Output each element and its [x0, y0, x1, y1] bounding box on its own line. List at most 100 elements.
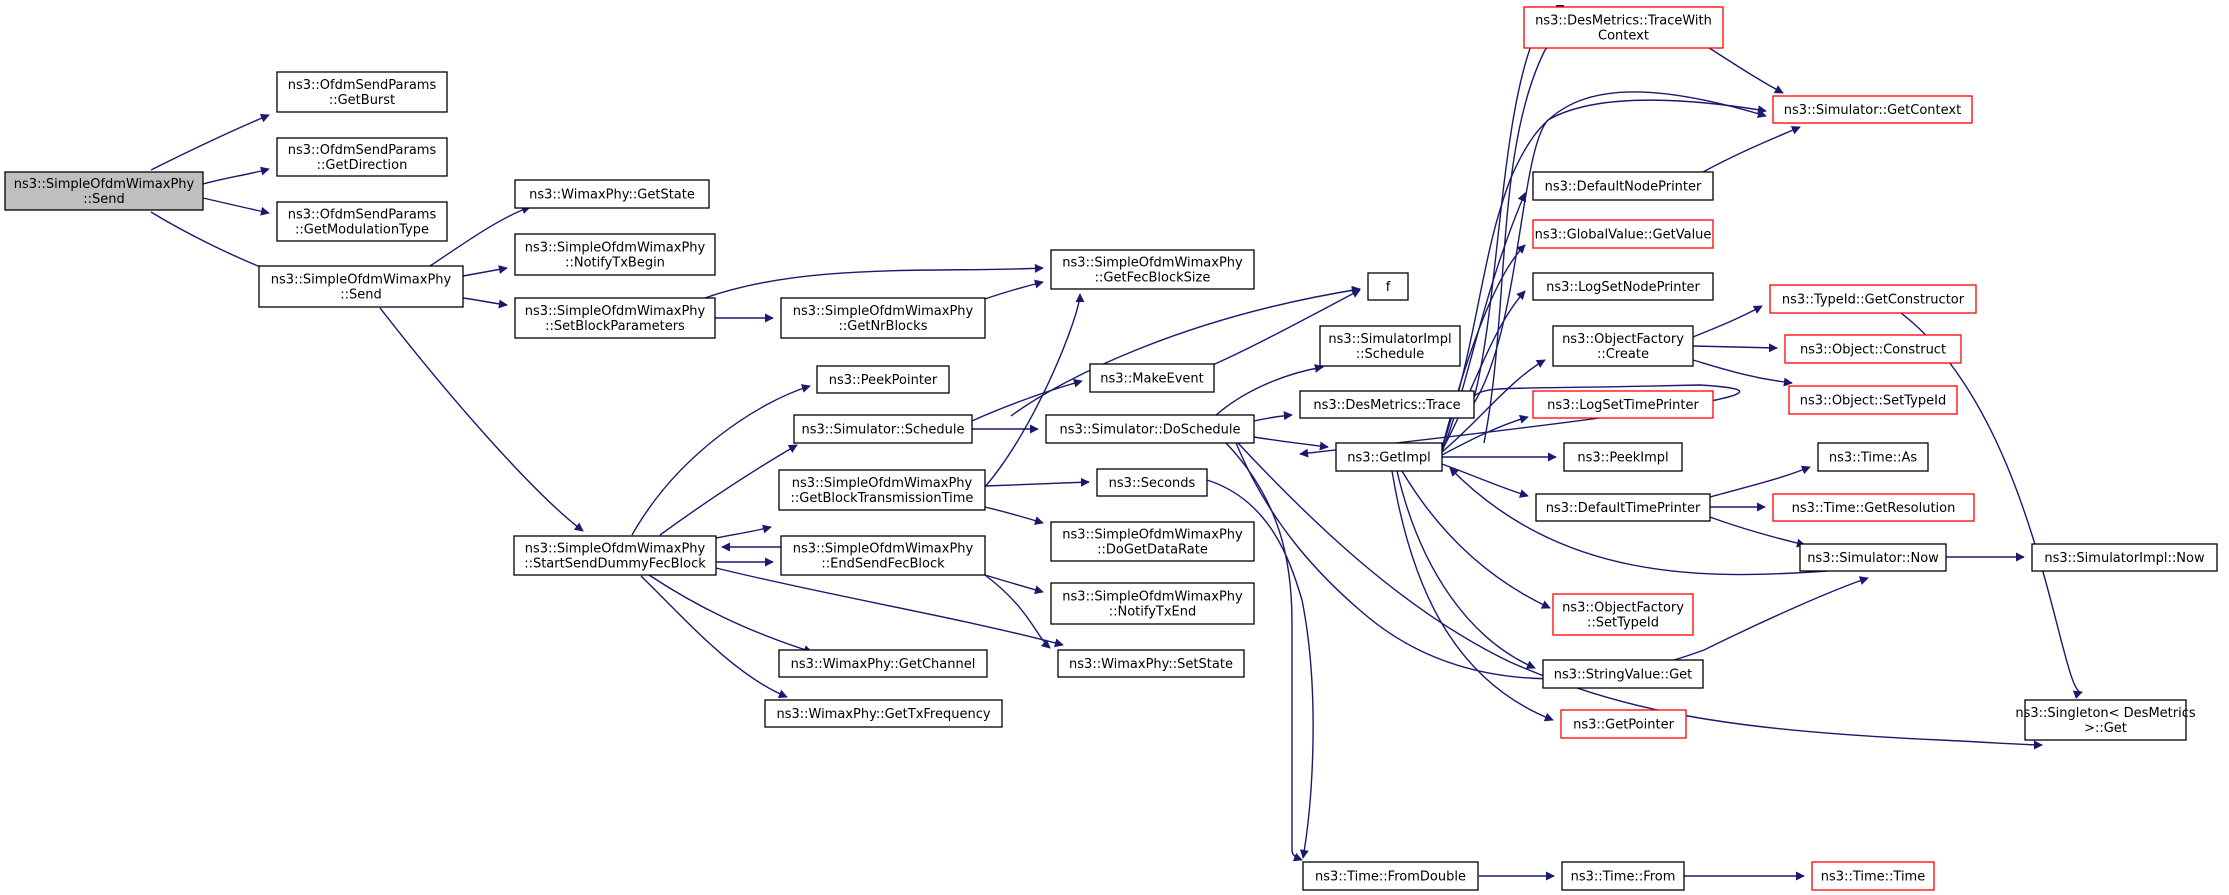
- node-getpointer[interactable]: ns3::GetPointer: [1560, 709, 1687, 739]
- node-box: [514, 179, 710, 209]
- node-label: ::Send: [340, 288, 382, 303]
- node-label: ::NotifyTxEnd: [1109, 605, 1197, 620]
- node-getconstructor[interactable]: ns3::TypeId::GetConstructor: [1769, 284, 1977, 314]
- node-label: ns3::LogSetNodePrinter: [1546, 280, 1700, 295]
- node-setblockparams[interactable]: ns3::SimpleOfdmWimaxPhy::SetBlockParamet…: [514, 297, 716, 339]
- node-getdirection[interactable]: ns3::OfdmSendParams::GetDirection: [276, 137, 448, 177]
- node-fromdouble[interactable]: ns3::Time::FromDouble: [1302, 861, 1479, 891]
- node-simschedule[interactable]: ns3::Simulator::Schedule: [793, 414, 973, 444]
- node-label: ns3::SimpleOfdmWimaxPhy: [1062, 528, 1243, 543]
- node-getchannel[interactable]: ns3::WimaxPhy::GetChannel: [778, 649, 988, 678]
- node-label: ::GetDirection: [317, 158, 408, 173]
- node-label: ns3::GetPointer: [1573, 718, 1674, 733]
- call-edge-defaulttimeprinter: [1441, 463, 1529, 498]
- node-box: [1772, 95, 1973, 124]
- node-endsendfec[interactable]: ns3::SimpleOfdmWimaxPhy::EndSendFecBlock: [780, 535, 986, 576]
- node-logtimeprinter[interactable]: ns3::LogSetTimePrinter: [1532, 390, 1714, 419]
- call-edge-simnow: [1235, 442, 1869, 680]
- node-box: [778, 649, 988, 678]
- node-peekimpl[interactable]: ns3::PeekImpl: [1563, 442, 1683, 472]
- node-getburst[interactable]: ns3::OfdmSendParams::GetBurst: [276, 71, 448, 113]
- node-box: [1050, 521, 1255, 562]
- node-notifytxbegin[interactable]: ns3::SimpleOfdmWimaxPhy::NotifyTxBegin: [514, 233, 716, 276]
- node-box: [1532, 272, 1714, 301]
- node-label: ns3::WimaxPhy::GetState: [529, 188, 695, 203]
- node-dogetdatarate[interactable]: ns3::SimpleOfdmWimaxPhy::DoGetDataRate: [1050, 521, 1255, 562]
- node-label: f: [1386, 280, 1391, 295]
- node-box: [4, 171, 204, 211]
- call-edge-getcontext: [1473, 99, 1767, 404]
- node-label: ::Send: [83, 192, 125, 207]
- node-root[interactable]: ns3::SimpleOfdmWimaxPhy::Send: [4, 171, 204, 211]
- node-box: [1299, 390, 1475, 419]
- node-simnow[interactable]: ns3::Simulator::Now: [1799, 543, 1947, 572]
- node-box: [1817, 442, 1929, 472]
- node-timefrom[interactable]: ns3::Time::From: [1561, 861, 1685, 891]
- node-doschedule[interactable]: ns3::Simulator::DoSchedule: [1045, 414, 1255, 444]
- node-startsenddummy[interactable]: ns3::SimpleOfdmWimaxPhy::StartSendDummyF…: [513, 535, 717, 576]
- node-box: [1532, 171, 1714, 201]
- node-setstate[interactable]: ns3::WimaxPhy::SetState: [1057, 649, 1245, 678]
- node-simimplnow[interactable]: ns3::SimulatorImpl::Now: [2031, 543, 2218, 572]
- call-edge-notifytxbegin: [462, 265, 508, 277]
- node-globalvalue[interactable]: ns3::GlobalValue::GetValue: [1532, 219, 1714, 249]
- node-box: [793, 414, 973, 444]
- node-getresolution[interactable]: ns3::Time::GetResolution: [1772, 493, 1975, 522]
- node-notifytxend[interactable]: ns3::SimpleOfdmWimaxPhy::NotifyTxEnd: [1050, 582, 1255, 625]
- node-singletonget[interactable]: ns3::Singleton< DesMetrics >::Get: [2015, 699, 2196, 741]
- node-box: [1050, 249, 1255, 290]
- node-label: ns3::MakeEvent: [1100, 372, 1204, 387]
- node-getcontext[interactable]: ns3::Simulator::GetContext: [1772, 95, 1973, 124]
- call-edge-globalvalue: [1441, 244, 1526, 449]
- node-simimplschedule[interactable]: ns3::SimulatorImpl::Schedule: [1319, 325, 1461, 367]
- node-box: [1552, 325, 1694, 367]
- node-seconds[interactable]: ns3::Seconds: [1096, 468, 1208, 497]
- node-box: [1784, 334, 1962, 364]
- node-makeevent[interactable]: ns3::MakeEvent: [1089, 363, 1215, 393]
- node-label: ::GetBlockTransmissionTime: [791, 491, 974, 506]
- node-label: ns3::WimaxPhy::GetTxFrequency: [776, 707, 990, 722]
- node-ofsettypeid[interactable]: ns3::ObjectFactory::SetTypeId: [1552, 593, 1694, 636]
- node-defaulttimeprinter[interactable]: ns3::DefaultTimePrinter: [1535, 493, 1711, 522]
- call-edge-getfecblocksize: [984, 279, 1044, 300]
- node-objsettypeid[interactable]: ns3::Object::SetTypeId: [1788, 385, 1958, 415]
- call-edge-f: [1207, 289, 1361, 368]
- node-box: [1563, 442, 1683, 472]
- node-getimpl[interactable]: ns3::GetImpl: [1335, 442, 1443, 472]
- call-edge-getmodtype: [202, 197, 270, 216]
- node-box: [1045, 414, 1255, 444]
- call-edge-dogetdatarate: [984, 506, 1044, 525]
- node-label: ::GetBurst: [329, 93, 395, 108]
- node-label: ns3::Object::SetTypeId: [1800, 394, 1946, 409]
- call-edge-getconstructor: [1692, 305, 1763, 338]
- node-timeas[interactable]: ns3::Time::As: [1817, 442, 1929, 472]
- node-box: [513, 535, 717, 576]
- node-getfecblocksize[interactable]: ns3::SimpleOfdmWimaxPhy::GetFecBlockSize: [1050, 249, 1255, 290]
- node-lognodeprinter[interactable]: ns3::LogSetNodePrinter: [1532, 272, 1714, 301]
- node-objconstruct[interactable]: ns3::Object::Construct: [1784, 334, 1962, 364]
- node-box: [1542, 659, 1704, 689]
- node-getmodtype[interactable]: ns3::OfdmSendParams::GetModulationType: [276, 201, 448, 242]
- node-box: [1788, 385, 1958, 415]
- node-box: [1769, 284, 1977, 314]
- node-gettxfreq[interactable]: ns3::WimaxPhy::GetTxFrequency: [764, 699, 1003, 728]
- node-defaultnodeprinter[interactable]: ns3::DefaultNodePrinter: [1532, 171, 1714, 201]
- node-timetime[interactable]: ns3::Time::Time: [1811, 861, 1935, 891]
- call-edge-fromdouble: [1225, 442, 1303, 862]
- call-edge-getblocktxtime: [715, 524, 772, 539]
- node-box: [514, 233, 716, 276]
- node-stringget[interactable]: ns3::StringValue::Get: [1542, 659, 1704, 689]
- node-ofcreate[interactable]: ns3::ObjectFactory::Create: [1552, 325, 1694, 367]
- call-edge-makeevent: [971, 378, 1083, 422]
- node-getblocktxtime[interactable]: ns3::SimpleOfdmWimaxPhy::GetBlockTransmi…: [778, 469, 986, 511]
- node-label: ns3::Singleton< DesMetrics: [2015, 706, 2196, 721]
- node-getnrblocks[interactable]: ns3::SimpleOfdmWimaxPhy::GetNrBlocks: [780, 297, 986, 339]
- node-desmetricstrace[interactable]: ns3::DesMetrics::Trace: [1299, 390, 1475, 419]
- node-f[interactable]: f: [1367, 272, 1409, 301]
- node-send2[interactable]: ns3::SimpleOfdmWimaxPhy::Send: [258, 265, 464, 308]
- node-peekpointer[interactable]: ns3::PeekPointer: [816, 365, 950, 394]
- call-edge-getimpl: [1299, 384, 1741, 458]
- node-getstate[interactable]: ns3::WimaxPhy::GetState: [514, 179, 710, 209]
